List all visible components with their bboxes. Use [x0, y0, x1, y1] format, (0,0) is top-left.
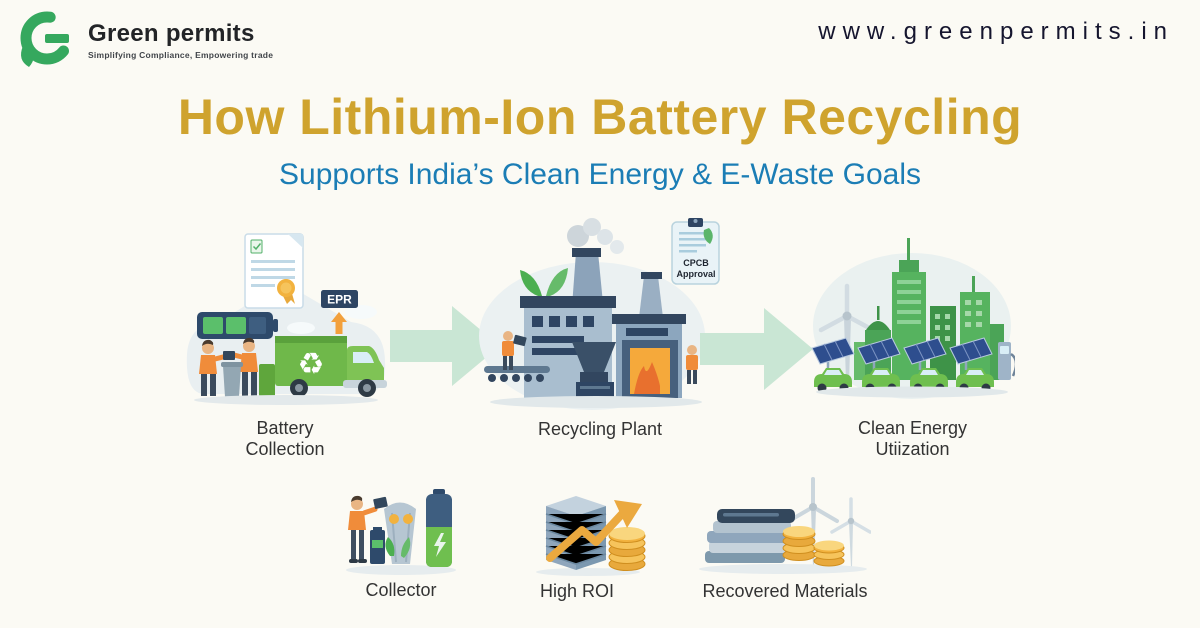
ev-charger-icon — [998, 342, 1015, 380]
flow-arrow-icon — [390, 300, 502, 392]
coin-stacks-icon — [782, 526, 845, 567]
recovered-materials-illustration — [695, 471, 871, 575]
brand-text: Green permits Simplifying Compliance, Em… — [88, 20, 273, 60]
epr-badge-label: EPR — [327, 293, 352, 307]
epr-certificate-icon — [244, 233, 304, 309]
epr-badge: EPR — [321, 290, 358, 334]
collector-person-icon — [348, 495, 388, 563]
step-label-battery-collection: Battery Collection — [245, 418, 325, 460]
recovered-slabs-icon — [705, 509, 795, 563]
benefit-label-recovered-materials: Recovered Materials — [702, 581, 868, 601]
clean-energy-illustration — [810, 230, 1015, 407]
brand-tagline: Simplifying Compliance, Empowering trade — [88, 50, 274, 60]
battery-icon — [197, 312, 278, 339]
collected-batteries-icon — [370, 489, 452, 567]
page-title: How Lithium-Ion Battery Recycling — [177, 89, 1023, 145]
collector-illustration — [340, 483, 462, 576]
page-subtitle: Supports India’s Clean Energy & E-Waste … — [279, 158, 921, 191]
brand-logo: Green permits Simplifying Compliance, Em… — [14, 8, 273, 72]
step-label-recycling-plant: Recycling Plant — [537, 419, 663, 439]
plant-workers-icon — [502, 331, 698, 384]
collection-workers-icon — [199, 337, 275, 397]
cpcb-badge-line2: Approval — [676, 269, 715, 279]
recycling-truck-icon: ♻ — [275, 336, 387, 397]
solar-panels-icon — [811, 337, 993, 370]
website-url[interactable]: www.greenpermits.in — [818, 18, 1174, 45]
green-permits-logo-icon — [14, 8, 78, 72]
cpcb-badge-line1: CPCB — [683, 258, 709, 268]
recycling-plant-illustration: CPCB Approval — [476, 214, 722, 414]
high-roi-illustration — [530, 488, 654, 576]
cpcb-approval-badge: CPCB Approval — [671, 218, 720, 285]
battery-collection-illustration: EPR ♻ — [183, 226, 389, 414]
brand-name: Green permits — [88, 20, 255, 47]
factory-icon — [484, 248, 686, 398]
benefit-label-high-roi: High ROI — [539, 581, 615, 601]
step-label-clean-energy: Clean Energy Utiization — [857, 418, 968, 460]
recycle-symbol-icon: ♻ — [298, 348, 325, 381]
coins-icon — [608, 527, 646, 571]
wind-turbine-icon — [818, 283, 876, 382]
flow-arrow-icon — [700, 302, 815, 396]
benefit-label-collector: Collector — [365, 580, 437, 600]
small-wind-turbines-icon — [787, 477, 871, 567]
growth-arrow-icon — [546, 500, 642, 562]
